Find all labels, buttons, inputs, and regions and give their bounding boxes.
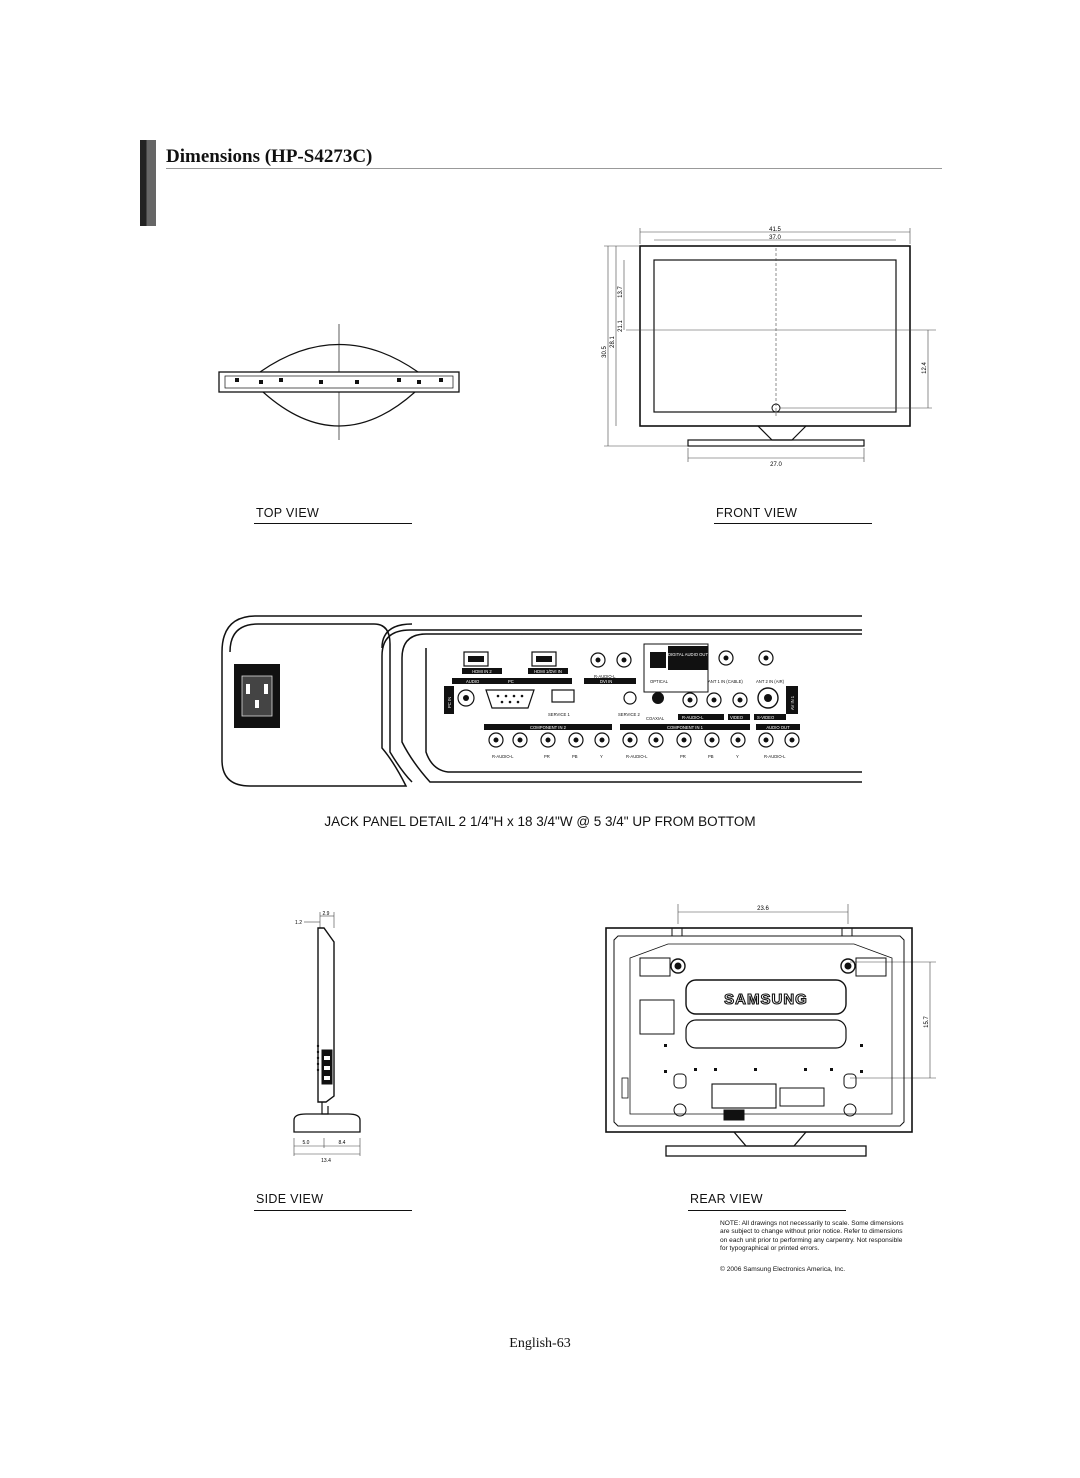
jack-av-audio-label: R-AUDIO-L <box>682 715 704 720</box>
front-view-label: FRONT VIEW <box>716 506 798 520</box>
front-view-rule <box>714 523 872 524</box>
rear-view-drawing: SAMSUNG 23.6 15.7 <box>605 904 936 1157</box>
jack-component2-label: COMPONENT IN 2 <box>530 725 567 730</box>
side-dim-depth-small: 1.2 <box>295 920 302 926</box>
side-dim-base-front: 5.0 <box>303 1140 310 1146</box>
front-dim-stand-width: 27.0 <box>770 462 782 468</box>
section-header-bar <box>140 140 156 226</box>
front-view-drawing: 41.5 37.0 30.5 28.1 21.1 13.7 12.4 27.0 <box>602 227 936 468</box>
jack-comp1-pb-label: PB <box>708 754 714 759</box>
page-title: Dimensions (HP-S4273C) <box>166 146 373 167</box>
jack-optical-label: OPTICAL <box>650 679 669 684</box>
jack-comp2-y-label: Y <box>600 754 603 759</box>
rear-view-label: REAR VIEW <box>690 1192 763 1206</box>
jack-pc-in-label: PC IN <box>447 697 452 708</box>
jack-dvi-audio-label: R-AUDIO-L <box>594 674 616 679</box>
rear-dim-mount-height: 15.7 <box>924 1016 930 1028</box>
rear-view-rule <box>688 1210 846 1211</box>
jack-hdmi1-label: HDMI 1/DVI IN <box>534 669 562 674</box>
jack-svideo-label: S-VIDEO <box>757 715 775 720</box>
disclaimer-note: NOTE: All drawings not necessarily to sc… <box>720 1220 904 1253</box>
front-dim-height-center: 21.1 <box>618 320 624 332</box>
jack-ant2-label: ANT 2 IN (AIR) <box>756 679 785 684</box>
jack-panel-drawing: HDMI IN 2 HDMI 1/DVI IN AUDIO PC PC IN R… <box>221 615 862 787</box>
side-view-rule <box>254 1210 412 1211</box>
jack-coaxial-label: COAXIAL <box>646 716 665 721</box>
title-rule <box>166 168 942 169</box>
jack-dvi-in-label: DVI IN <box>600 679 612 684</box>
top-view-rule <box>254 523 412 524</box>
front-dim-height-total: 30.5 <box>602 346 608 358</box>
jack-hdmi2-label: HDMI IN 2 <box>472 669 492 674</box>
jack-comp2-audio-label: R-AUDIO-L <box>492 754 514 759</box>
jack-audio-out-lr-label: R-AUDIO-L <box>764 754 786 759</box>
rear-brand-logo: SAMSUNG <box>724 991 808 1008</box>
jack-av-in-label: AV IN 1 <box>790 695 795 710</box>
top-view-drawing <box>218 324 460 440</box>
jack-comp1-audio-label: R-AUDIO-L <box>626 754 648 759</box>
side-view-label: SIDE VIEW <box>256 1192 324 1206</box>
top-view-label: TOP VIEW <box>256 506 320 520</box>
side-dim-depth-top: 2.9 <box>323 911 330 917</box>
jack-service1-label: SERVICE 1 <box>548 712 570 717</box>
front-dim-height-right: 12.4 <box>922 362 928 374</box>
front-dim-width-screen: 37.0 <box>769 235 781 241</box>
side-dim-base-back: 8.4 <box>339 1140 346 1146</box>
jack-component1-label: COMPONENT IN 1 <box>667 725 704 730</box>
front-dim-height-body: 28.1 <box>610 336 616 348</box>
jack-digital-audio-label: DIGITAL AUDIO OUT <box>668 652 708 657</box>
connector-group: HDMI IN 2 HDMI 1/DVI IN AUDIO PC PC IN R… <box>444 643 800 759</box>
jack-comp1-y-label: Y <box>736 754 739 759</box>
jack-comp2-pr-label: PR <box>544 754 550 759</box>
jack-ant1-label: ANT 1 IN (CABLE) <box>708 679 743 684</box>
side-view-drawing: 2.9 1.2 5.0 8.4 13.4 <box>293 911 361 1164</box>
copyright-line: © 2006 Samsung Electronics America, Inc. <box>720 1266 846 1273</box>
front-dim-width-outer: 41.5 <box>769 227 781 233</box>
jack-panel-caption: JACK PANEL DETAIL 2 1/4"H x 18 3/4"W @ 5… <box>324 814 756 829</box>
rear-dim-mount-width: 23.6 <box>757 906 769 912</box>
jack-audio-label: AUDIO <box>466 679 480 684</box>
jack-service2-label: SERVICE 2 <box>618 712 640 717</box>
power-inlet <box>234 664 280 728</box>
side-dim-base-total: 13.4 <box>321 1158 331 1164</box>
front-dim-height-upper: 13.7 <box>618 286 624 298</box>
jack-comp1-pr-label: PR <box>680 754 686 759</box>
jack-video-label: VIDEO <box>730 715 744 720</box>
jack-audio-out-label: AUDIO OUT <box>766 725 790 730</box>
page-number: English-63 <box>509 1336 571 1351</box>
jack-pc-label: PC <box>508 679 514 684</box>
jack-comp2-pb-label: PB <box>572 754 578 759</box>
